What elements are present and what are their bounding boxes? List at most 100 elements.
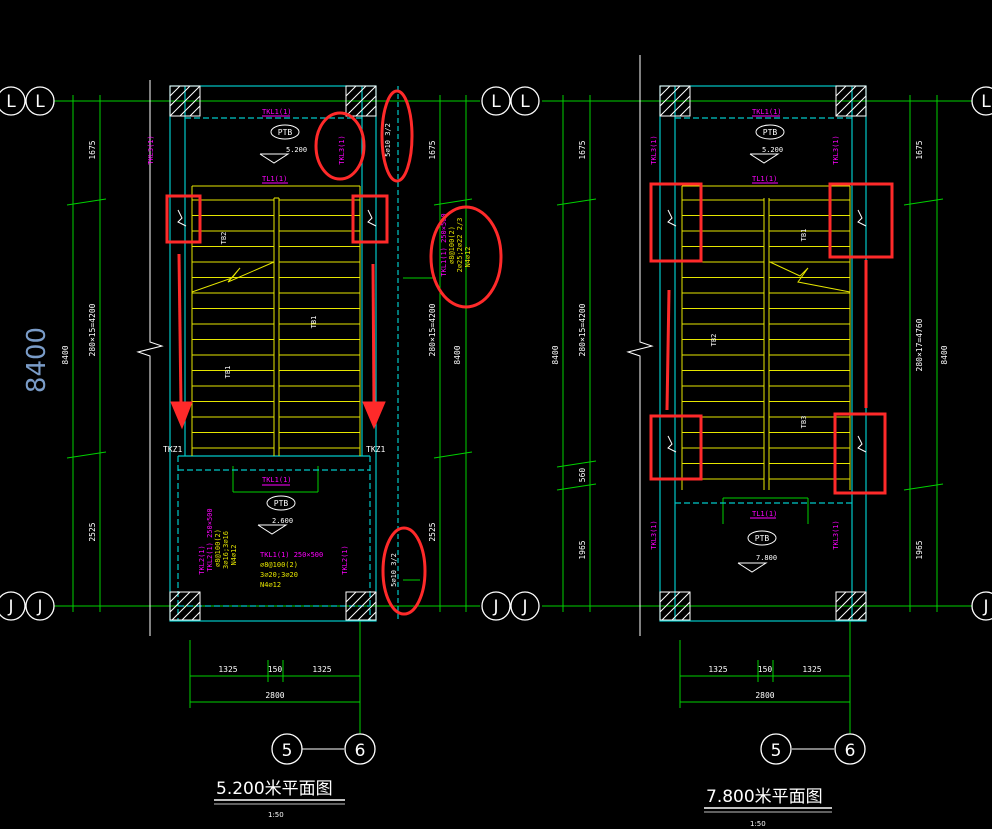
rebar-note: 5⌀10 3/2 <box>384 123 392 157</box>
beam-label: TKL3(1) <box>650 135 658 165</box>
red-annotations <box>165 89 894 616</box>
axis-l-label: L <box>981 92 991 112</box>
dim-label: 1325 <box>312 665 331 674</box>
right-beam-lines <box>750 115 780 519</box>
note-line: ⌀8@100(2) <box>214 529 222 567</box>
dim-label: 2800 <box>265 691 284 700</box>
elevation-label: 2.600 <box>272 517 293 525</box>
axis-labels: L L J J L L J J L J 5 6 5 6 <box>6 92 991 761</box>
stair-slab-label: TB1 <box>224 366 232 379</box>
dim-label: 1325 <box>802 665 821 674</box>
plan-title: 5.200米平面图 <box>216 779 333 799</box>
right-stair-outline <box>681 185 851 490</box>
note-line: TKL1(1) 250×500 <box>260 551 323 559</box>
stair-slab-label: TB1 <box>310 316 318 329</box>
highlight-ellipse <box>429 205 503 309</box>
axis-grid-lines <box>52 95 975 735</box>
note-line: N4⌀12 <box>230 544 238 565</box>
dim-label: 150 <box>758 665 773 674</box>
dim-label: 280×17=4760 <box>915 318 924 371</box>
left-note-bc: TKL1(1) 250×500 ⌀8@100(2) 3⌀20;3⌀20 N4⌀1… <box>260 551 323 589</box>
right-plan-texts: 1675 280×15=4200 560 1965 8400 1675 280×… <box>551 128 949 700</box>
axis-connectors <box>136 55 834 750</box>
right-tread-lines <box>682 199 850 480</box>
axis-l-label: L <box>6 92 16 112</box>
beam-label: TKL1(1) <box>262 476 292 484</box>
plan-titles: 5.200米平面图 1:50 7.800米平面图 1:50 <box>214 779 832 828</box>
axis-6-label: 6 <box>845 741 856 761</box>
dim-label: 150 <box>268 665 283 674</box>
highlight-box <box>828 182 894 259</box>
highlight-box <box>833 412 887 495</box>
dim-label: 560 <box>578 468 587 483</box>
ptb-label: PTB <box>278 128 293 137</box>
beam-label: TKL3(1) <box>147 135 155 165</box>
dim-label: 1675 <box>88 140 97 159</box>
ptb-label: PTB <box>763 128 778 137</box>
left-walls <box>169 85 399 622</box>
column-label: TKZ1 <box>163 445 182 454</box>
note-line: TKL1(1) 250×500 <box>440 213 448 276</box>
axis-5-label: 5 <box>771 741 782 761</box>
beam-label: TL1(1) <box>752 510 777 518</box>
dim-label: 1675 <box>915 140 924 159</box>
highlight-box <box>649 414 703 481</box>
axis-l-label: L <box>520 92 530 112</box>
left-columns <box>169 85 377 621</box>
overall-dimension: 8400 <box>22 327 52 393</box>
elevation-label: 5.200 <box>286 146 307 154</box>
axis-j-label: J <box>36 597 42 617</box>
dim-label: 8400 <box>551 345 560 364</box>
axis-j-label: J <box>492 597 498 617</box>
rebar-note: 5⌀10 3/2 <box>390 553 398 587</box>
stair-slab-label: TB2 <box>220 232 228 245</box>
highlight-box <box>351 194 389 244</box>
red-arrows <box>170 253 386 430</box>
beam-label: TKL2(1) <box>341 545 349 575</box>
dim-label: 1675 <box>578 140 587 159</box>
note-line: TKL2(1) 250×500 <box>206 508 214 571</box>
plan-title: 7.800米平面图 <box>706 787 823 807</box>
note-line: ⌀8@100(2) <box>260 561 298 569</box>
beam-label: TKL2(1) <box>198 545 206 575</box>
dim-label: 1325 <box>708 665 727 674</box>
ptb-label: PTB <box>274 499 289 508</box>
note-line: ⌀8@100(2) <box>448 226 456 264</box>
highlight-ellipse <box>380 89 414 183</box>
note-line: 3⌀20;3⌀20 <box>260 571 298 579</box>
axis-j-label: J <box>982 597 988 617</box>
highlight-box <box>649 182 703 263</box>
stair-slab-label: TB2 <box>710 334 718 347</box>
axis-6-label: 6 <box>355 741 366 761</box>
ptb-label: PTB <box>755 534 770 543</box>
beam-label: TKL3(1) <box>832 520 840 550</box>
dim-label: 2525 <box>428 522 437 541</box>
dim-label: 280×15=4200 <box>88 303 97 356</box>
note-line: N4⌀12 <box>260 581 281 589</box>
beam-label: TKL3(1) <box>338 135 346 165</box>
dim-label: 280×15=4200 <box>578 303 587 356</box>
left-note-circle: TKL1(1) 250×500 ⌀8@100(2) 2⌀25;2⌀22 2/3 … <box>440 213 472 276</box>
beam-label: TKL1(1) <box>752 108 782 116</box>
stair-slab-label: TB3 <box>800 416 808 429</box>
highlight-line <box>665 289 671 411</box>
elevation-label: 5.200 <box>762 146 783 154</box>
dim-label: 1325 <box>218 665 237 674</box>
plan-scale: 1:50 <box>750 820 766 828</box>
left-plan-texts: 1675 280×15=4200 2525 8400 1675 280×15=4… <box>61 123 462 700</box>
note-line: 3⌀16;3⌀16 <box>222 531 230 569</box>
dim-label: 8400 <box>453 345 462 364</box>
left-stair-treads <box>191 185 361 456</box>
beam-label: TKL3(1) <box>650 520 658 550</box>
axis-5-label: 5 <box>282 741 293 761</box>
highlight-box <box>165 194 202 244</box>
beam-label: TKL3(1) <box>832 135 840 165</box>
dim-label: 2800 <box>755 691 774 700</box>
highlight-ellipse <box>314 111 366 181</box>
plan-scale: 1:50 <box>268 811 284 819</box>
beam-label: TL1(1) <box>752 175 777 183</box>
beam-label: TL1(1) <box>262 175 287 183</box>
dim-label: 1675 <box>428 140 437 159</box>
dim-label: 1965 <box>578 540 587 559</box>
